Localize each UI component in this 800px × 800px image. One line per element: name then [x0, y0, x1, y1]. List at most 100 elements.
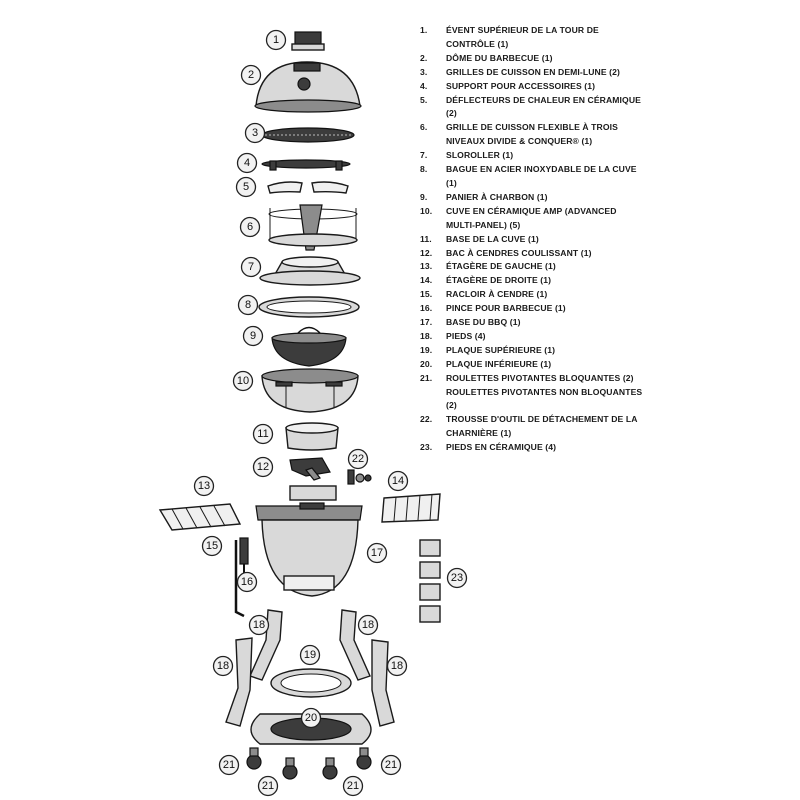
part-ceramic-feet [419, 539, 441, 623]
legend-item-text: ROULETTES PIVOTANTES BLOQUANTES (2) ROUL… [446, 372, 643, 411]
legend-item-number: 4. [420, 80, 428, 91]
legend-item-text: PLAQUE SUPÉRIEURE (1) [446, 344, 556, 355]
svg-text:8: 8 [245, 299, 251, 311]
legend-item-text: BAC À CENDRES COULISSANT (1) [446, 247, 592, 258]
svg-text:16: 16 [241, 576, 253, 588]
legend-item-text: RACLOIR À CENDRE (1) [446, 289, 548, 300]
callout-17: 17 [366, 542, 388, 564]
callout-10: 10 [232, 370, 254, 392]
callout-18-b: 18 [357, 614, 379, 636]
legend-item-text: ÉTAGÈRE DE GAUCHE (1) [446, 261, 556, 272]
callout-16: 16 [236, 571, 258, 593]
svg-text:6: 6 [247, 221, 253, 233]
callout-15: 15 [201, 535, 223, 557]
legend-item: 6.GRILLE DE CUISSON FLEXIBLE À TROIS NIV… [420, 121, 645, 149]
callout-6: 6 [239, 216, 261, 238]
legend-item-number: 5. [420, 94, 428, 105]
legend-item-number: 8. [420, 164, 428, 175]
legend-item-text: PLAQUE INFÉRIEURE (1) [446, 358, 552, 369]
svg-text:4: 4 [244, 157, 250, 169]
legend-item-text: TROUSSE D'OUTIL DE DÉTACHEMENT DE LA CHA… [446, 414, 638, 439]
legend-item-text: CUVE EN CÉRAMIQUE AMP (ADVANCED MULTI-PA… [446, 205, 617, 230]
svg-text:18: 18 [217, 660, 229, 672]
part-right-shelf [381, 493, 441, 523]
part-charcoal-basket [271, 326, 347, 367]
callout-4: 4 [236, 152, 258, 174]
part-casters [246, 747, 372, 780]
part-ceramic-bowl [261, 368, 359, 413]
legend-item: 21.ROULETTES PIVOTANTES BLOQUANTES (2) R… [420, 372, 645, 414]
svg-text:21: 21 [262, 780, 274, 792]
svg-text:20: 20 [305, 712, 317, 724]
legend-item-number: 13. [420, 261, 433, 272]
legend-item: 22.TROUSSE D'OUTIL DE DÉTACHEMENT DE LA … [420, 413, 645, 441]
part-heat-deflectors [267, 181, 349, 194]
legend-item-text: DÉFLECTEURS DE CHALEUR EN CÉRAMIQUE (2) [446, 94, 641, 119]
callout-18-a: 18 [248, 614, 270, 636]
svg-text:19: 19 [304, 649, 316, 661]
callout-11: 11 [252, 423, 274, 445]
part-dome [254, 61, 362, 113]
legend-item-number: 18. [420, 330, 433, 341]
part-ash-tool [234, 540, 245, 618]
legend-item: 11.BASE DE LA CUVE (1) [420, 233, 645, 247]
legend-item-text: PINCE POUR BARBECUE (1) [446, 303, 566, 314]
legend-item-number: 1. [420, 25, 428, 35]
legend-item-number: 14. [420, 275, 433, 286]
svg-text:13: 13 [198, 480, 210, 492]
part-sloroller [259, 256, 361, 286]
callout-20: 20 [300, 707, 322, 729]
svg-text:21: 21 [385, 759, 397, 771]
legend-item-number: 7. [420, 150, 428, 161]
legend-item-text: GRILLE DE CUISSON FLEXIBLE À TROIS NIVEA… [446, 122, 618, 147]
callout-14: 14 [387, 470, 409, 492]
legend-item: 4. SUPPORT POUR ACCESSOIRES (1) [420, 80, 645, 94]
legend-item: 5. DÉFLECTEURS DE CHALEUR EN CÉRAMIQUE (2… [420, 94, 645, 122]
legend-item-number: 19. [420, 344, 433, 355]
part-stainless-ring [258, 296, 360, 318]
svg-text:12: 12 [257, 461, 269, 473]
legend-item-text: PIEDS EN CÉRAMIQUE (4) [446, 442, 557, 453]
callouts: 1 2 3 4 5 6 7 8 9 10 11 12 13 14 15 16 1… [193, 29, 468, 797]
legend-item-text: SUPPORT POUR ACCESSOIRES (1) [446, 80, 596, 91]
legend-item-number: 16. [420, 303, 433, 314]
part-ash-drawer [289, 457, 331, 481]
svg-text:14: 14 [392, 475, 404, 487]
legend-item: 8.BAGUE EN ACIER INOXYDABLE DE LA CUVE (… [420, 163, 645, 191]
legend-item: 20.PLAQUE INFÉRIEURE (1) [420, 358, 645, 372]
svg-text:2: 2 [248, 69, 254, 81]
svg-text:11: 11 [257, 428, 268, 440]
svg-text:9: 9 [250, 330, 256, 342]
callout-1: 1 [265, 29, 287, 51]
svg-text:17: 17 [371, 547, 383, 559]
svg-text:5: 5 [243, 181, 249, 193]
part-left-shelf [158, 503, 242, 531]
svg-text:10: 10 [237, 375, 249, 387]
svg-text:15: 15 [206, 540, 218, 552]
legend-item: 10. CUVE EN CÉRAMIQUE AMP (ADVANCED MULTI… [420, 205, 645, 233]
callout-3: 3 [244, 122, 266, 144]
legend-item-text: BASE DU BBQ (1) [446, 317, 521, 328]
legend-item-text: SLOROLLER (1) [446, 150, 514, 161]
part-top-vent [291, 31, 325, 51]
legend-item-text: ÉVENT SUPÉRIEUR DE LA TOUR DE CONTRÔLE (… [446, 25, 599, 49]
part-half-moon-grates [261, 127, 355, 143]
legend-item-number: 10. [420, 205, 433, 216]
legend-item: 9.PANIER À CHARBON (1) [420, 191, 645, 205]
legend-item-number: 17. [420, 317, 433, 328]
svg-text:18: 18 [253, 619, 265, 631]
svg-text:22: 22 [352, 453, 364, 465]
svg-text:21: 21 [223, 759, 235, 771]
legend-item-number: 23. [420, 442, 433, 453]
legend-item: 13. ÉTAGÈRE DE GAUCHE (1) [420, 260, 645, 274]
legend-item-number: 12. [420, 247, 433, 258]
svg-text:23: 23 [451, 572, 463, 584]
legend-item-number: 2. [420, 52, 428, 63]
callout-7: 7 [240, 256, 262, 278]
callout-21-a: 21 [218, 754, 240, 776]
svg-text:18: 18 [362, 619, 374, 631]
callout-22: 22 [347, 448, 369, 470]
legend-item-number: 9. [420, 191, 428, 202]
svg-text:21: 21 [347, 780, 359, 792]
